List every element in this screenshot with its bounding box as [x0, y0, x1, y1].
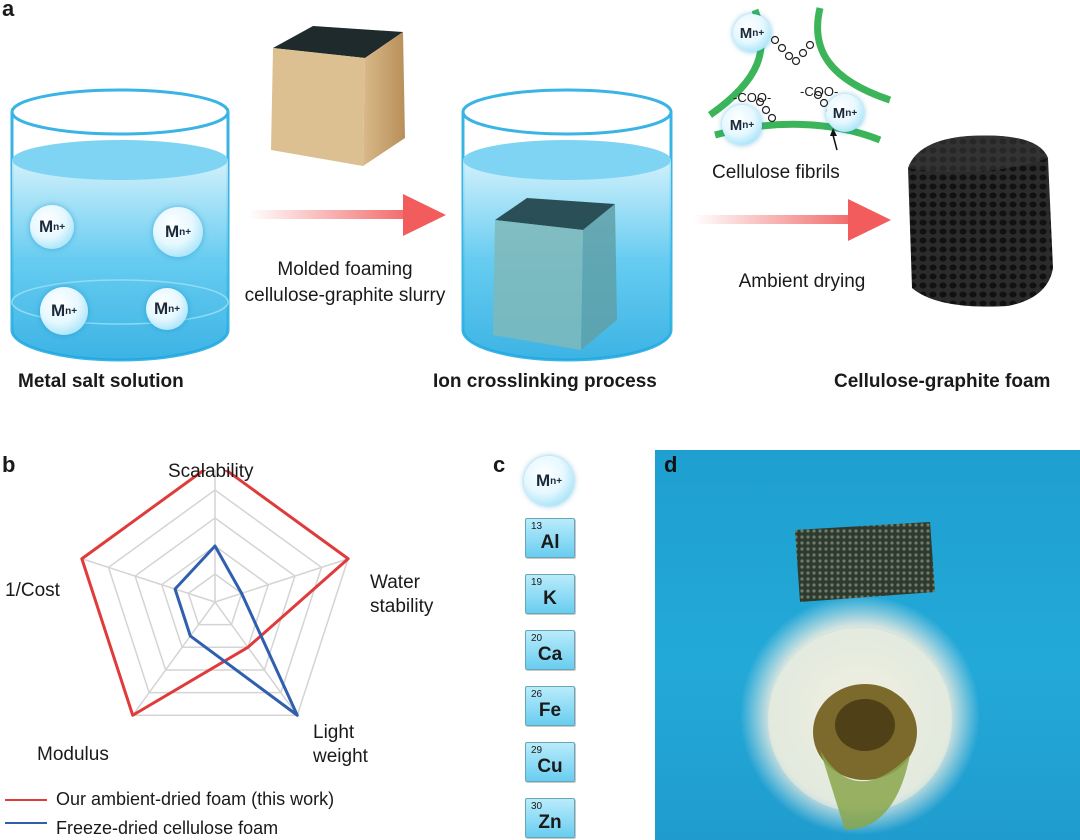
cellulose-fibrils-label: Cellulose fibrils: [712, 162, 840, 184]
slurry-label: Molded foaming cellulose-graphite slurry: [225, 257, 465, 309]
element-symbol: Cu: [526, 756, 574, 778]
panel-a-letter: a: [2, 0, 14, 22]
panel-c-letter: c: [493, 452, 505, 478]
legend-label-ambient: Our ambient-dried foam (this work): [56, 789, 334, 810]
radar-axis-spoke: [133, 602, 215, 715]
axis-label-modulus: Modulus: [37, 743, 109, 767]
element-tile-cu: 29 Cu: [525, 742, 575, 782]
axis-label-water-stability: Water stability: [370, 571, 433, 619]
element-tile-k: 19 K: [525, 574, 575, 614]
element-number: 13: [531, 521, 542, 532]
arrow-to-crosslinking: [248, 190, 448, 240]
element-number: 19: [531, 577, 542, 588]
ambient-drying-label: Ambient drying: [722, 269, 882, 295]
element-tile-fe: 26 Fe: [525, 686, 575, 726]
element-number: 26: [531, 689, 542, 700]
crosslinking-beaker: [455, 80, 680, 370]
axis-label-light-line2: weight: [313, 745, 368, 769]
metal-salt-solution-caption: Metal salt solution: [18, 371, 184, 393]
slurry-label-line1: Molded foaming: [225, 257, 465, 283]
element-number: 29: [531, 745, 542, 756]
element-symbol: Zn: [526, 812, 574, 834]
axis-label-light-weight: Light weight: [313, 721, 368, 769]
arrow-to-foam: [693, 195, 893, 245]
element-number: 20: [531, 633, 542, 644]
element-symbol: Ca: [526, 644, 574, 666]
panel-b-letter: b: [2, 452, 15, 478]
legend-label-freeze: Freeze-dried cellulose foam: [56, 818, 278, 839]
radar-chart: [60, 470, 380, 760]
foam-block: [795, 522, 935, 602]
foam-caption: Cellulose-graphite foam: [834, 371, 1050, 393]
axis-label-scalability: Scalability: [168, 460, 254, 484]
slurry-cube: [263, 18, 413, 168]
legend-swatches: [5, 789, 50, 829]
element-tile-al: 13 Al: [525, 518, 575, 558]
axis-label-water-line1: Water: [370, 571, 433, 595]
axis-label-cost: 1/Cost: [5, 579, 60, 603]
carboxylate-label: -COO-: [800, 84, 838, 99]
element-symbol: Fe: [526, 700, 574, 722]
element-tile-ca: 20 Ca: [525, 630, 575, 670]
dandelion-foam-photo: [655, 450, 1080, 840]
panel-d-letter: d: [664, 452, 677, 478]
cellulose-graphite-foam-cube: [898, 128, 1058, 313]
dandelion-illustration: [655, 450, 1080, 840]
carboxylate-label: -COO-: [733, 90, 771, 105]
slurry-label-line2: cellulose-graphite slurry: [225, 283, 465, 309]
element-symbol: Al: [526, 532, 574, 554]
axis-label-water-line2: stability: [370, 595, 433, 619]
radar-axis-spoke: [82, 559, 215, 602]
element-tile-zn: 30 Zn: [525, 798, 575, 838]
element-symbol: K: [526, 588, 574, 610]
element-number: 30: [531, 801, 542, 812]
crosslinking-caption: Ion crosslinking process: [433, 371, 657, 393]
axis-label-light-line1: Light: [313, 721, 368, 745]
